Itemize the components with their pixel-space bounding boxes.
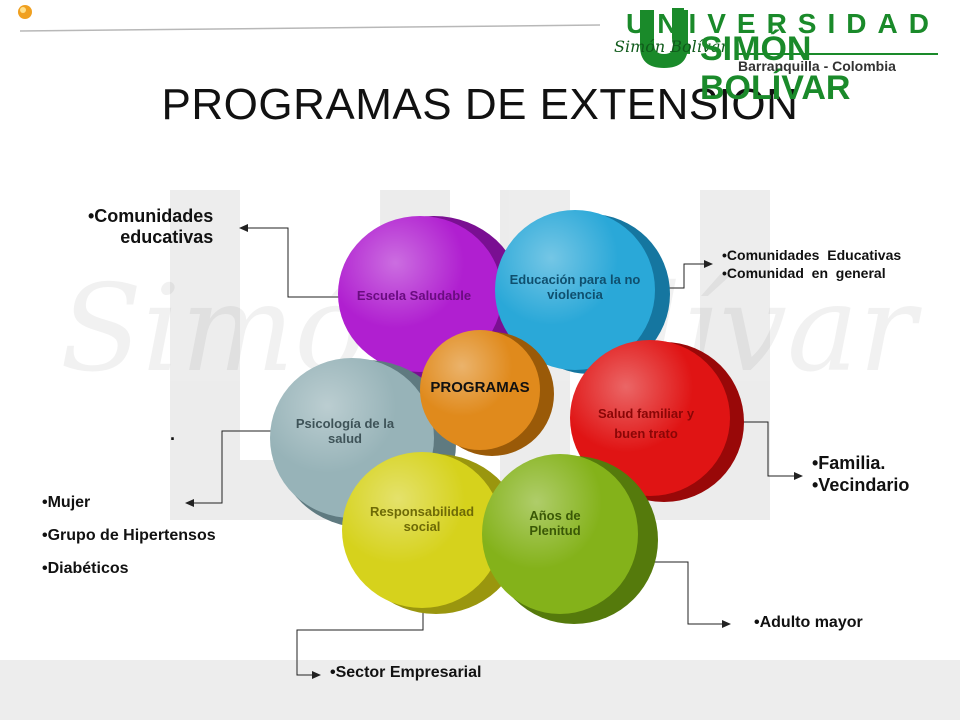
targets-educacion: •Comunidades Educativas •Comunidad en ge… bbox=[722, 246, 901, 282]
targets-educacion-line1: •Comunidades Educativas bbox=[722, 247, 902, 263]
logo-location: Barranquilla - Colombia bbox=[738, 58, 896, 74]
svg-text:Simón Bolívar: Simón Bolívar bbox=[614, 37, 729, 56]
targets-psicologia-line1: •Mujer bbox=[42, 494, 91, 511]
disc-educacion-no-violencia bbox=[495, 210, 670, 374]
targets-escuela-line1: •Comunidades bbox=[88, 206, 214, 226]
targets-psicologia-line2: •Grupo de Hipertensos bbox=[42, 527, 216, 544]
connector-salud-familiar bbox=[740, 421, 803, 480]
targets-escuela: •Comunidades educativas bbox=[88, 206, 213, 248]
targets-plenitud: •Adulto mayor bbox=[754, 614, 863, 632]
disc-anos-plenitud bbox=[482, 454, 658, 624]
label-salud-familiar: Salud familiar y buen trato bbox=[597, 406, 695, 441]
connector-educacion bbox=[662, 260, 713, 289]
page-title: PROGRAMAS DE EXTENSION bbox=[161, 80, 799, 129]
orb-icon bbox=[18, 5, 32, 19]
logo-simon-bolivar: SIMÓN BOLÍVAR bbox=[700, 30, 851, 107]
targets-responsabilidad: •Sector Empresarial bbox=[330, 664, 481, 682]
targets-psicologia-line3: •Diabéticos bbox=[42, 560, 129, 577]
label-anos-plenitud: Años de Plenitud bbox=[529, 508, 581, 538]
label-responsabilidad-social: Responsabilidad social bbox=[369, 504, 475, 534]
disc-programas-center bbox=[420, 330, 554, 456]
targets-psicologia: •Mujer •Grupo de Hipertensos •Diabéticos bbox=[42, 486, 216, 585]
header-rule bbox=[19, 24, 601, 32]
connector-responsabilidad bbox=[296, 612, 424, 679]
targets-plenitud-line1: •Adulto mayor bbox=[754, 614, 863, 631]
connector-plenitud bbox=[652, 561, 731, 628]
logo-universidad: UNIVERSIDAD bbox=[626, 8, 940, 39]
label-escuela-saludable: Escuela Saludable bbox=[356, 288, 472, 303]
targets-escuela-line2: educativas bbox=[120, 227, 214, 247]
disc-responsabilidad-social bbox=[342, 452, 522, 614]
connector-psicologia bbox=[185, 430, 274, 507]
targets-educacion-line2: •Comunidad en general bbox=[722, 265, 886, 281]
targets-salud-familiar-line2: •Vecindario bbox=[812, 475, 910, 495]
label-psicologia-salud: Psicología de la salud bbox=[295, 416, 395, 446]
label-educacion-no-violencia: Educación para la no violencia bbox=[509, 272, 641, 302]
targets-responsabilidad-line1: •Sector Empresarial bbox=[330, 664, 482, 681]
university-logo-mark: Simón Bolívar bbox=[614, 8, 729, 68]
disc-salud-familiar bbox=[570, 340, 744, 502]
targets-psicologia-dot: . bbox=[170, 424, 176, 444]
label-programas-center: PROGRAMAS bbox=[430, 379, 530, 396]
targets-salud-familiar-line1: •Familia. bbox=[812, 453, 886, 473]
targets-salud-familiar: •Familia. •Vecindario bbox=[812, 452, 909, 496]
connector-escuela bbox=[239, 224, 340, 298]
